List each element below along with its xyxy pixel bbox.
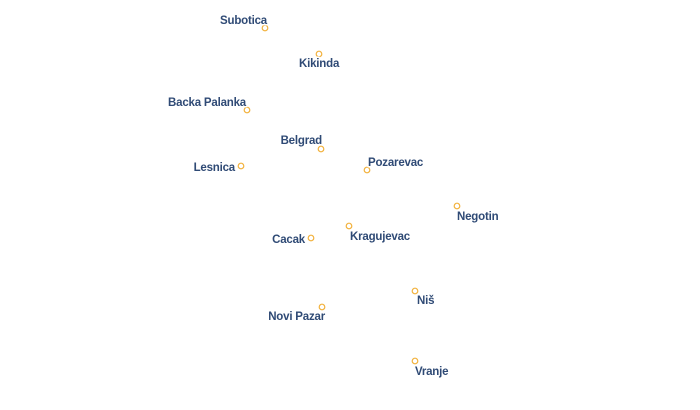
city-marker[interactable] [453,202,461,210]
city-marker[interactable] [243,106,251,114]
city-marker[interactable] [345,222,353,230]
city-kikinda[interactable]: Kikinda [298,50,342,72]
city-negotin[interactable]: Negotin [453,202,500,225]
city-marker[interactable] [315,50,323,58]
city-pozarevac[interactable]: Pozarevac [363,156,426,174]
city-label: Lesnica [194,162,236,174]
city-label: Cacak [272,234,306,246]
city-label: Backa Palanka [168,97,247,109]
city-lesnica[interactable]: Lesnica [192,161,245,176]
city-vranje[interactable]: Vranje [411,357,450,380]
city-marker[interactable] [261,24,269,32]
city-marker[interactable] [317,145,325,153]
city-subotica[interactable]: Subotica [219,14,269,32]
city-marker[interactable] [318,303,326,311]
city-nis[interactable]: Niš [411,287,436,309]
city-cacak[interactable]: Cacak [271,233,315,248]
city-label: Kikinda [299,58,340,70]
city-marker[interactable] [411,357,419,365]
city-novi-pazar[interactable]: Novi Pazar [267,303,327,325]
city-label: Vranje [415,366,448,378]
city-marker[interactable] [237,162,245,170]
city-marker[interactable] [307,234,315,242]
city-marker[interactable] [363,166,371,174]
city-label: Novi Pazar [268,311,326,323]
city-marker[interactable] [411,287,419,295]
city-label: Pozarevac [368,157,424,169]
city-label: Niš [417,295,434,307]
city-label: Negotin [457,211,499,223]
city-label: Belgrad [281,135,323,147]
city-belgrad[interactable]: Belgrad [279,134,325,153]
city-label: Subotica [220,15,268,27]
city-backa-palanka[interactable]: Backa Palanka [167,96,251,114]
city-kragujevac[interactable]: Kragujevac [345,222,413,245]
city-label: Kragujevac [350,231,411,243]
